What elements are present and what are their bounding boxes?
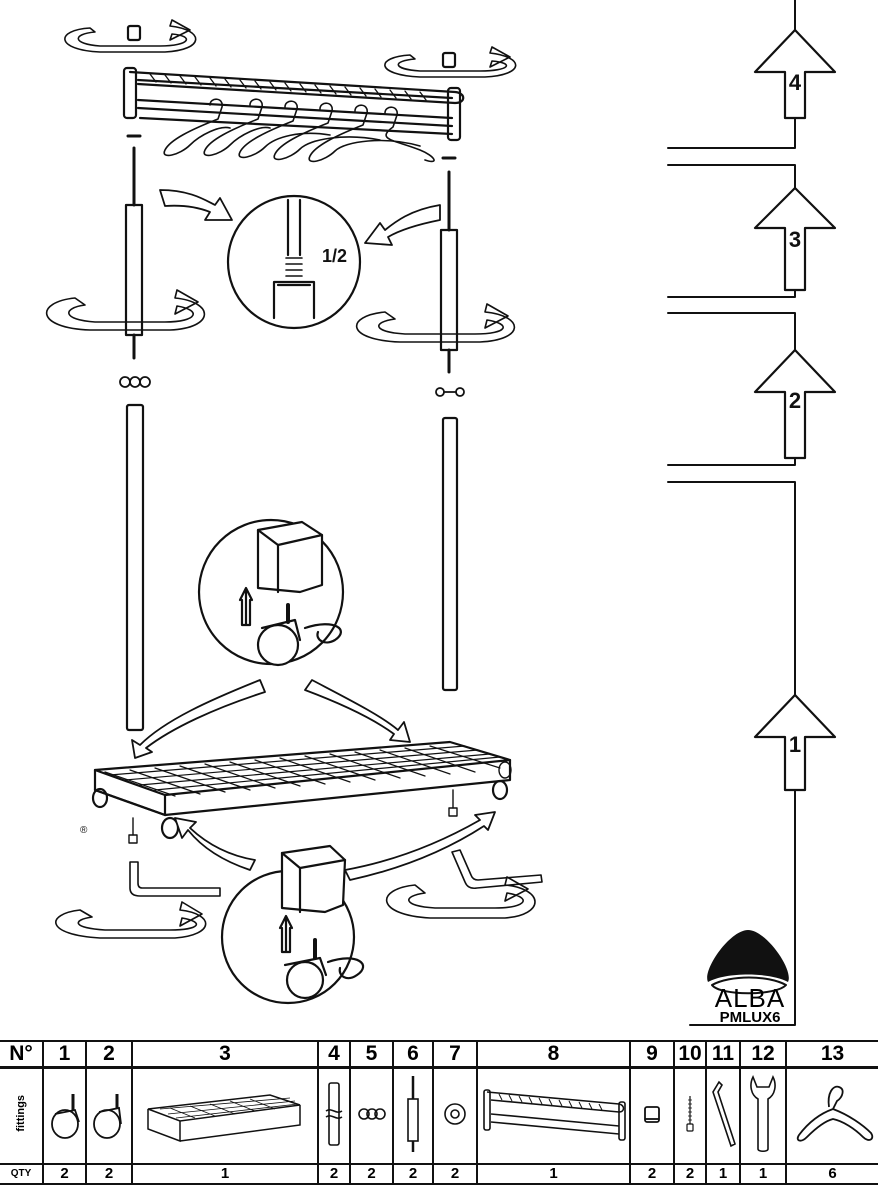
part-number: 4 (317, 1040, 351, 1069)
connectors (119, 376, 465, 397)
part-qty: 2 (432, 1163, 478, 1185)
svg-text:2: 2 (789, 388, 801, 413)
step-arrow-3: 3 (753, 186, 837, 292)
caster-detail-circle-upper (197, 518, 345, 667)
logo-brand: ALBA (714, 983, 786, 1013)
part-number: 5 (349, 1040, 394, 1069)
part-qty: 6 (785, 1163, 878, 1185)
threaded-pole-icon (392, 1066, 434, 1165)
left-threaded-pole (124, 146, 144, 360)
caster-detail-circle-lower (220, 844, 364, 1005)
bolt-icon (673, 1066, 707, 1165)
step-arrow-1: 1 (753, 693, 837, 792)
right-threaded-pole (439, 170, 459, 374)
bolts (128, 789, 458, 844)
logo-model: PMLUX6 (719, 1009, 781, 1026)
top-rail-shelf-icon (476, 1066, 631, 1165)
connector-icon (349, 1066, 394, 1165)
part-number: 13 (785, 1040, 878, 1069)
hangers (163, 98, 435, 163)
allen-key-icon (705, 1066, 741, 1165)
locking-caster-icon (42, 1066, 87, 1165)
part-qty: 1 (131, 1163, 319, 1185)
wire-shelf-base-icon (131, 1066, 319, 1165)
end-cap-icon (629, 1066, 675, 1165)
step-brackets (667, 0, 796, 1026)
part-number: 3 (131, 1040, 319, 1069)
fittings-label: fittings (15, 1095, 27, 1132)
fittings-label-cell: fittings (0, 1066, 44, 1165)
end-caps (126, 24, 457, 69)
parts-number-row: N° 1 2 3 4 5 6 7 8 9 10 11 12 13 (0, 1040, 878, 1069)
parts-qty-row: QTY 2 2 1 2 2 2 2 1 2 2 1 1 6 (0, 1163, 878, 1185)
alba-logo: ALBA PMLUX6 (700, 983, 800, 1026)
base-casters (91, 761, 512, 840)
alba-logo-mark (707, 930, 789, 995)
base-wire-shelf (91, 740, 512, 840)
base-pointer-arrows (131, 679, 411, 759)
fraction-label: 1/2 (322, 246, 347, 266)
thread-detail-circle: 1/2 (226, 194, 362, 330)
svg-text:4: 4 (789, 70, 802, 95)
part-qty: 1 (476, 1163, 631, 1185)
part-number: 7 (432, 1040, 478, 1069)
part-number: 2 (85, 1040, 133, 1069)
part-number: 8 (476, 1040, 631, 1069)
assembly-diagram: 4 3 2 1 (46, 0, 837, 1026)
caster-icon (85, 1066, 133, 1165)
part-qty: 2 (85, 1163, 133, 1185)
left-lower-pole (125, 403, 145, 732)
pointer-arrows (159, 189, 441, 246)
step-arrow-2: 2 (753, 348, 837, 460)
part-number: 9 (629, 1040, 675, 1069)
tube-pole-icon (317, 1066, 351, 1165)
part-qty: 2 (673, 1163, 707, 1185)
washer-icon (432, 1066, 478, 1165)
part-qty: 1 (705, 1163, 741, 1185)
svg-text:1: 1 (789, 732, 801, 757)
part-number: 11 (705, 1040, 741, 1069)
top-rail-shelf (122, 66, 465, 142)
parts-fittings-row: fittings (0, 1066, 878, 1165)
part-number: 1 (42, 1040, 87, 1069)
part-number: 10 (673, 1040, 707, 1069)
part-qty: 2 (317, 1163, 351, 1185)
wrench-icon (739, 1066, 787, 1165)
part-qty: 2 (629, 1163, 675, 1185)
svg-text:3: 3 (789, 227, 801, 252)
allen-keys (129, 849, 543, 897)
number-header: N° (0, 1040, 44, 1069)
step-arrow-4: 4 (753, 28, 837, 120)
part-qty: 2 (392, 1163, 434, 1185)
part-number: 6 (392, 1040, 434, 1069)
parts-table: N° 1 2 3 4 5 6 7 8 9 10 11 12 13 fitting… (0, 1040, 878, 1185)
right-lower-pole (441, 416, 459, 692)
washers (126, 134, 457, 160)
hanger-icon (785, 1066, 878, 1165)
part-qty: 2 (349, 1163, 394, 1185)
registered-mark: ® (80, 825, 88, 836)
part-number: 12 (739, 1040, 787, 1069)
part-qty: 1 (739, 1163, 787, 1185)
qty-label: QTY (0, 1163, 44, 1185)
lower-pointer-arrows (174, 811, 496, 881)
part-qty: 2 (42, 1163, 87, 1185)
rotate-arrows (46, 19, 536, 939)
